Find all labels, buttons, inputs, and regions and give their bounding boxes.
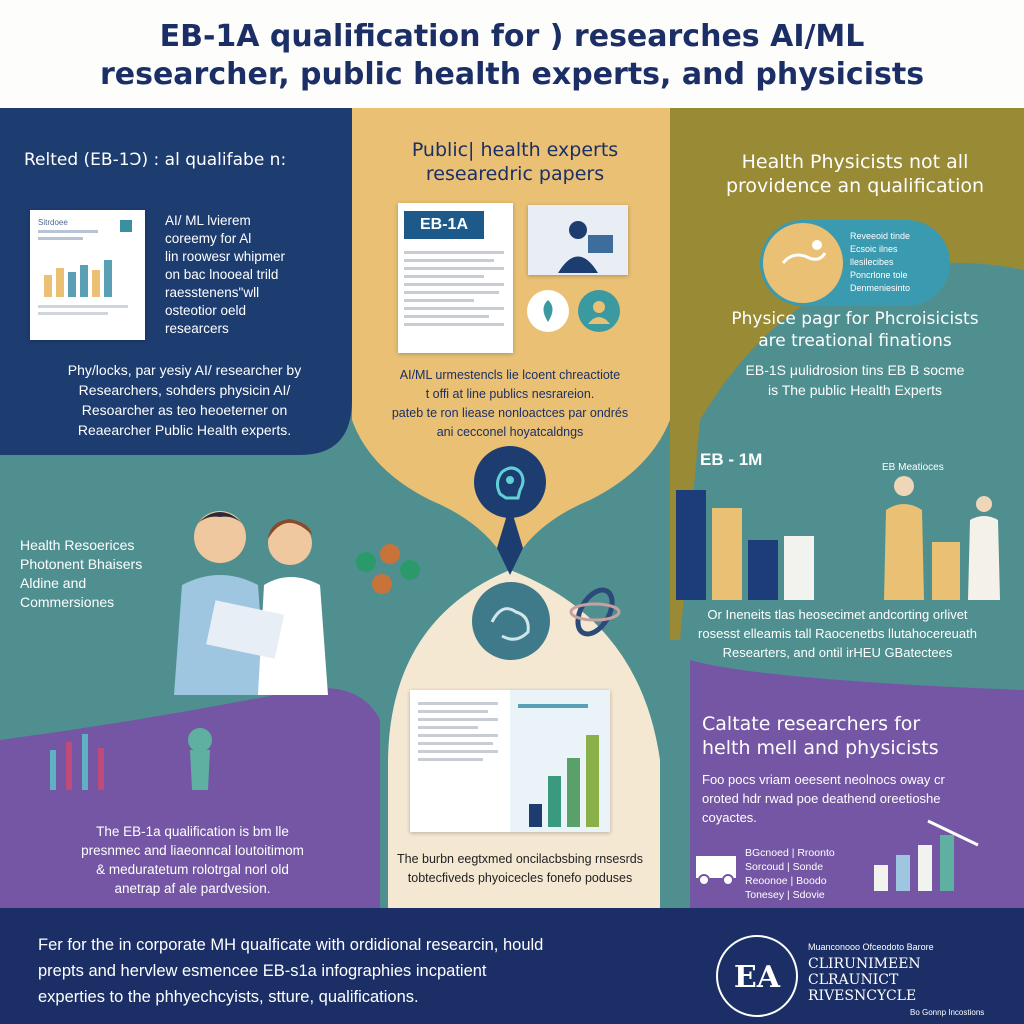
lab-figures-icon: [50, 728, 212, 790]
page-title-line2: researcher, public health experts, and p…: [99, 57, 925, 92]
panel-physicists-heading: Health Physicists not all providence an …: [725, 151, 985, 197]
growth-bar: [548, 776, 561, 827]
lab-equipment-icon: [874, 819, 979, 891]
purple-panel-left: [0, 688, 380, 912]
footer-org-top: Muanconooo Ofceodoto Barore: [808, 942, 934, 952]
panel-physicists-subheading: Physice pagr for Phcroisicists are treat…: [731, 309, 979, 351]
ring-icon: [569, 587, 621, 637]
globe-outline-icon: [472, 582, 550, 660]
navy-panel: [0, 108, 352, 455]
document-chart-icon: [38, 220, 132, 315]
researcher-photo-icon: [528, 205, 628, 275]
people-circle-icon: [578, 290, 620, 332]
scientists-figure-icon: [884, 476, 1000, 600]
purple-panel-body: Foo pocs vriam oeesent neolnocs oway cr …: [702, 772, 945, 825]
ambulance-icon: [696, 856, 736, 886]
document-icon: Sitrdoee: [30, 210, 145, 340]
leaf-icon: [527, 290, 569, 332]
title-banner: EB-1A qualification for ) researches AI/…: [0, 0, 1024, 108]
paper-document-icon: EB-1A: [398, 203, 513, 353]
document-label: Sitrdoee: [38, 218, 68, 227]
footer-org-name: CLIRUNIMEEN CLRAUNICT RIVESNCYCLE: [808, 956, 921, 1004]
center-bottom-text: The burbn eegtxmed oncilacbsbing rnsesrd…: [397, 852, 643, 885]
purple-panel-heading: Caltate researchers for helth mell and p…: [702, 713, 939, 759]
chart-figure-label: EB Meatioces: [882, 462, 944, 473]
molecule-icon: [356, 544, 420, 594]
arrow-connector: [497, 505, 523, 575]
pill-text: Reveeoid tinde Ecsoic ilnes llesilecibes…: [850, 231, 911, 293]
panel-ai-heading: Relted (EB-1Ɔ) : al qualifabe n:: [24, 150, 287, 170]
svg-text:EA: EA: [734, 960, 781, 995]
chart-bar: [712, 507, 742, 600]
chart-bar: [748, 539, 778, 600]
bottom-left-text: The EB-1a qualification is bm lle presnm…: [81, 824, 304, 896]
chart-panel-body: Or Ineneits tlas heosecimet andcorting o…: [698, 607, 977, 660]
chart-bar: [676, 490, 706, 600]
panel-physicists-body: EB-1S μulidrosion tins EB B socme is The…: [745, 362, 965, 398]
purple-panel-list: BGcnoed | Rroonto Sorcoud | Sonde Reoono…: [745, 847, 835, 901]
globe-icon: [763, 223, 843, 303]
growth-bar: [586, 735, 599, 827]
panel-health-text: Health Resoerices Photonent Bhaisers Ald…: [20, 537, 143, 610]
panel-ai-side-text: AI/ ML lvierem coreemy for Al lin roowes…: [165, 213, 286, 336]
footer-org-bottom: Bo Gonnp Incostions: [910, 1008, 985, 1017]
people-icon: [174, 511, 328, 695]
footer-text: Fer for the in corporate MH qualficate w…: [38, 936, 544, 1006]
panel-public-body: AI/ML urmestencls lie lcoent chreactiote…: [391, 368, 629, 439]
logo-emblem-icon: EA: [716, 935, 798, 1017]
footer-background: [0, 908, 1024, 1024]
panel-public-heading: Public| health experts researedric paper…: [411, 139, 619, 185]
growth-chart: [525, 735, 605, 827]
page-title-line1: EB-1A qualification for ) researches AI/…: [159, 19, 865, 54]
panel-ai-body: Phy/locks, par yesiy AI/ researcher by R…: [67, 362, 302, 438]
paper-lines-icon: [404, 251, 504, 326]
chart-label: EB - 1M: [700, 450, 763, 469]
brain-icon: [474, 446, 546, 518]
growth-bar: [567, 758, 580, 827]
bar-chart: [670, 490, 820, 600]
growth-bar: [529, 804, 542, 827]
eb1a-badge: EB-1A: [404, 211, 484, 239]
chart-bar: [784, 536, 814, 600]
